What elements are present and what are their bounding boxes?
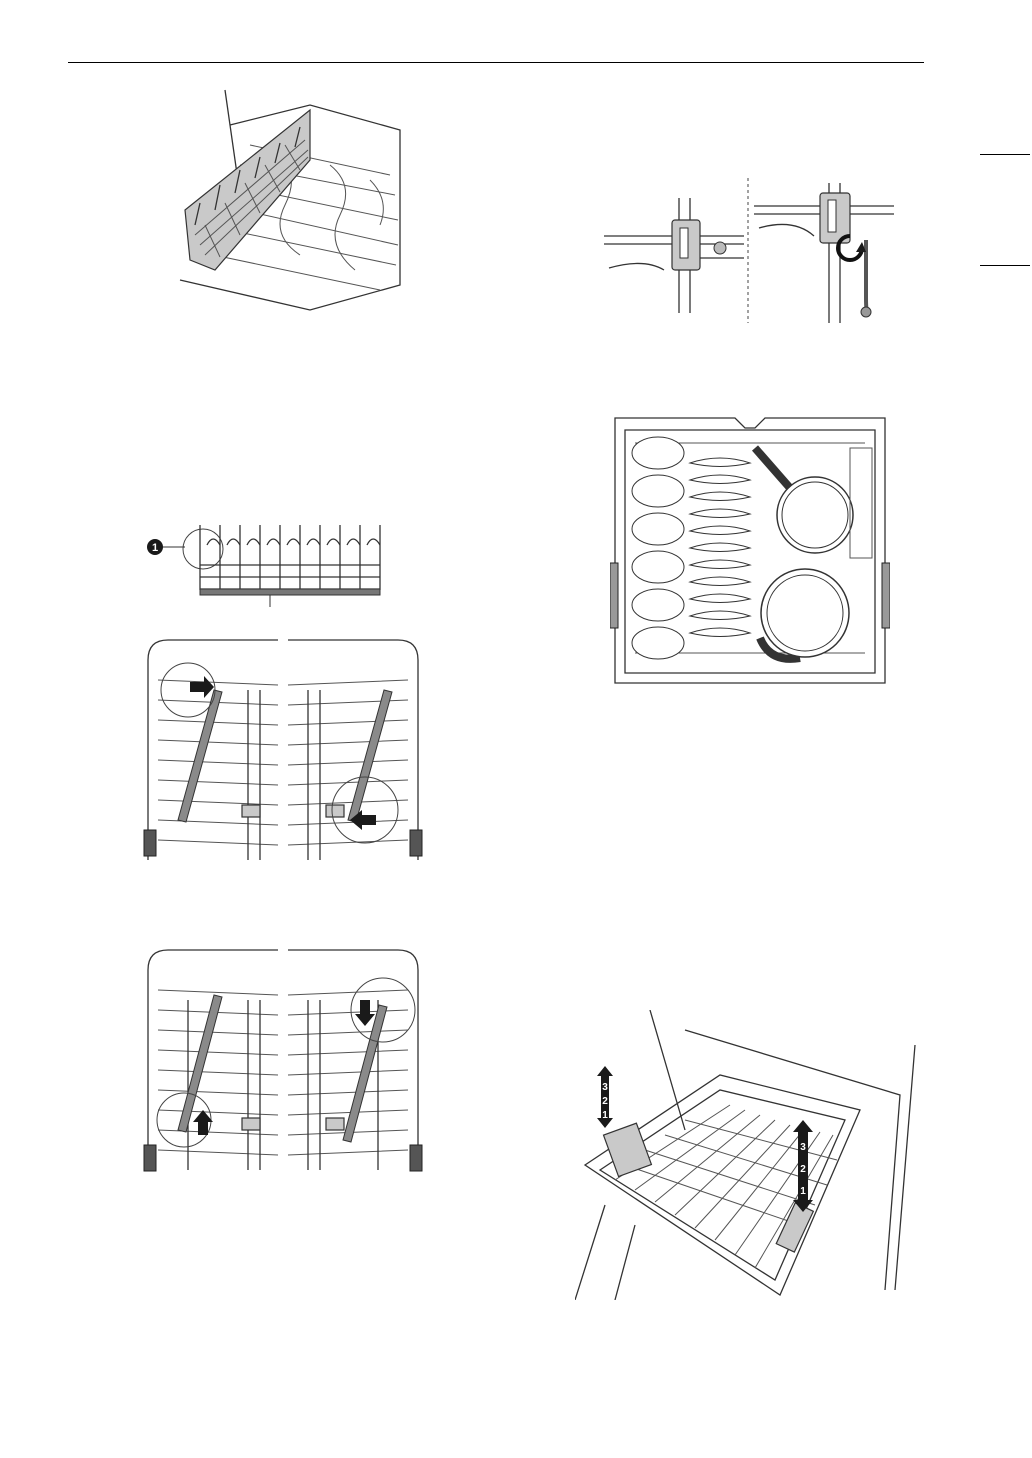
callout-number: 1: [152, 542, 158, 554]
figure-tine-row-callout: 1: [145, 515, 390, 610]
side-tab-mark-bottom: [980, 265, 1030, 266]
plates-column: [690, 458, 750, 637]
height-steps-left: 3 2 1: [597, 1066, 613, 1128]
step-right-2: 2: [800, 1164, 806, 1175]
callout-badge: 1: [147, 539, 163, 555]
cups-column: [632, 437, 684, 659]
step-right-3: 3: [800, 1142, 806, 1153]
side-tab-mark-top: [980, 154, 1030, 155]
step-left-3: 3: [602, 1082, 608, 1093]
figure-clip-detail: [604, 178, 894, 323]
figure-tine-adjust-2: [138, 940, 428, 1172]
step-right-1: 1: [800, 1186, 806, 1197]
figure-rack-height-adjust: 3 2 1 3 2 1: [575, 1010, 925, 1300]
saucepan-top: [755, 448, 853, 553]
step-left-2: 2: [602, 1096, 608, 1107]
figure-tine-adjust-1: [138, 630, 428, 862]
figure-loaded-upper-rack: [610, 408, 890, 688]
step-left-1: 1: [602, 1110, 608, 1121]
saucepan-bottom: [760, 569, 849, 659]
figure-folding-tine-rack: [160, 85, 410, 315]
header-rule: [68, 62, 924, 63]
